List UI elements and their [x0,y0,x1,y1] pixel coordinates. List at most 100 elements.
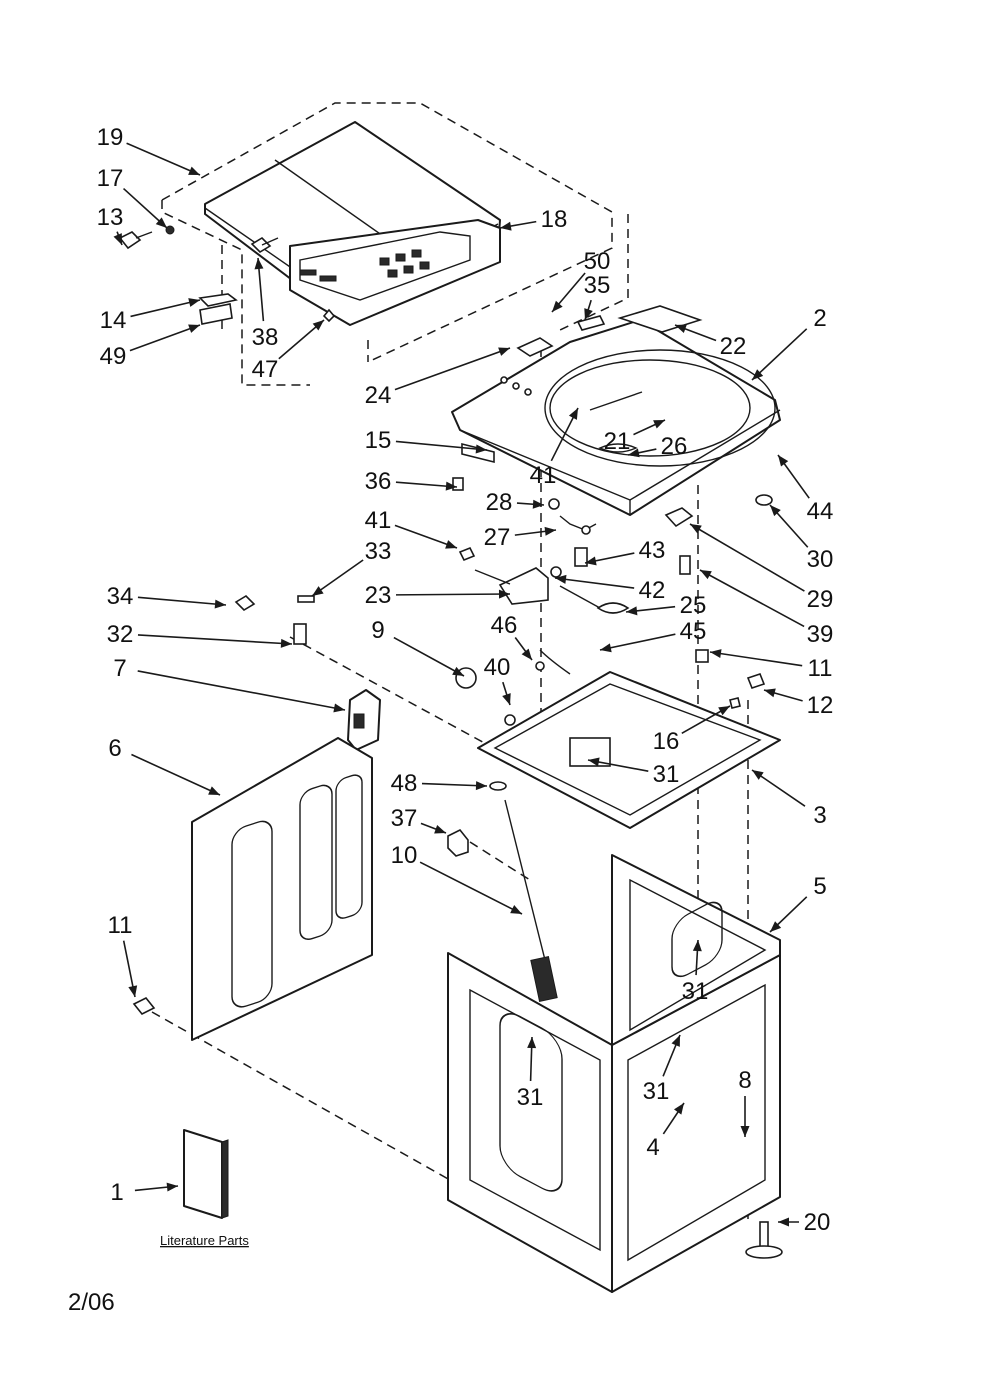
arrowhead-25 [626,606,638,616]
arrowhead-10 [510,905,522,914]
callout-5: 5 [813,873,826,900]
screw-11-lower [132,996,156,1016]
arrowhead-31 [692,940,702,952]
leader-line-29 [689,523,805,592]
callout-31: 31 [682,978,709,1005]
screw-13 [118,231,153,250]
callout-44: 44 [807,498,834,525]
callout-17: 17 [97,165,124,192]
callout-41: 41 [365,507,392,534]
arrowhead-3 [752,770,764,780]
arrowhead-36 [445,481,457,491]
leader-line-45 [599,633,676,651]
callout-31: 31 [643,1078,670,1105]
callout-49: 49 [100,343,127,370]
arrowhead-39 [700,570,712,580]
arrowhead-26 [628,448,640,458]
arrowhead-17 [155,217,167,228]
callout-11: 11 [808,655,833,682]
arrowhead-35 [584,308,593,320]
bracket-14 [198,293,238,307]
leader-line-14 [130,299,201,318]
bracket-7 [347,689,381,751]
arrowhead-23 [498,589,510,599]
arrowhead-7 [333,703,345,713]
leader-line-24 [394,347,511,391]
callout-30: 30 [807,546,834,573]
screw-39 [679,555,691,575]
date-code: 2/06 [68,1289,115,1316]
callout-31: 31 [653,761,680,788]
callout-36: 36 [365,468,392,495]
callout-21: 21 [604,428,631,455]
callout-20: 20 [804,1209,831,1236]
arrowhead-5 [770,921,782,932]
callout-34: 34 [107,583,134,610]
rod-spring [530,955,558,1003]
leveling-foot [745,1221,783,1259]
callout-18: 18 [541,206,568,233]
arrowhead-42 [555,574,567,584]
leader-line-15 [395,440,488,451]
callout-11: 11 [108,912,133,939]
callout-37: 37 [391,805,418,832]
arrowhead-6 [208,786,220,795]
arrowhead-46 [521,648,532,660]
screw-38 [250,236,279,254]
clip-28 [548,498,560,510]
callout-46: 46 [491,612,518,639]
arrowhead-33 [312,586,324,596]
arrowhead-15 [475,444,487,454]
arrowhead-16 [718,706,730,716]
callout-26: 26 [661,433,688,460]
leader-line-32 [137,634,293,645]
arrowhead-48 [475,781,487,791]
arrowhead-11 [710,649,722,659]
callout-27: 27 [484,524,511,551]
callout-13: 13 [97,204,124,231]
callout-48: 48 [391,770,418,797]
arrowhead-8 [740,1126,750,1137]
callout-8: 8 [738,1067,751,1094]
callout-4: 4 [646,1134,659,1161]
callout-2: 2 [813,305,826,332]
callout-38: 38 [252,324,279,351]
arrowhead-21 [653,420,665,429]
arrowhead-19 [188,166,200,175]
latch-29 [664,507,694,528]
screw-34 [234,594,256,612]
arrowhead-30 [770,505,781,517]
arrowhead-2 [752,369,764,380]
arrowhead-43 [585,556,597,566]
callout-29: 29 [807,586,834,613]
arrowhead-13 [113,233,122,245]
arrowhead-20 [778,1217,789,1227]
callout-9: 9 [371,617,384,644]
cap-30 [755,494,773,506]
arrowhead-31 [527,1037,537,1049]
callout-24: 24 [365,382,392,409]
lid-switch-23 [474,567,549,605]
bumper-33 [297,595,315,603]
arrowhead-18 [500,221,512,231]
clip-47 [322,308,336,323]
callout-32: 32 [107,621,134,648]
leader-line-23 [395,593,511,596]
arrowhead-41 [445,540,457,549]
arrowhead-31 [588,757,600,767]
control-console [289,219,501,326]
callout-41: 41 [530,462,557,489]
callout-15: 15 [365,427,392,454]
arrowhead-34 [214,599,226,609]
callout-1: 1 [110,1179,123,1206]
hinge-49 [199,303,233,325]
leader-line-2 [751,328,808,381]
callout-14: 14 [100,307,127,334]
hinge-25 [559,585,630,614]
callout-42: 42 [639,577,666,604]
washer-48 [489,781,507,791]
callout-16: 16 [653,728,680,755]
arrowhead-12 [764,688,776,698]
callout-7: 7 [113,655,126,682]
literature-book [183,1129,229,1219]
